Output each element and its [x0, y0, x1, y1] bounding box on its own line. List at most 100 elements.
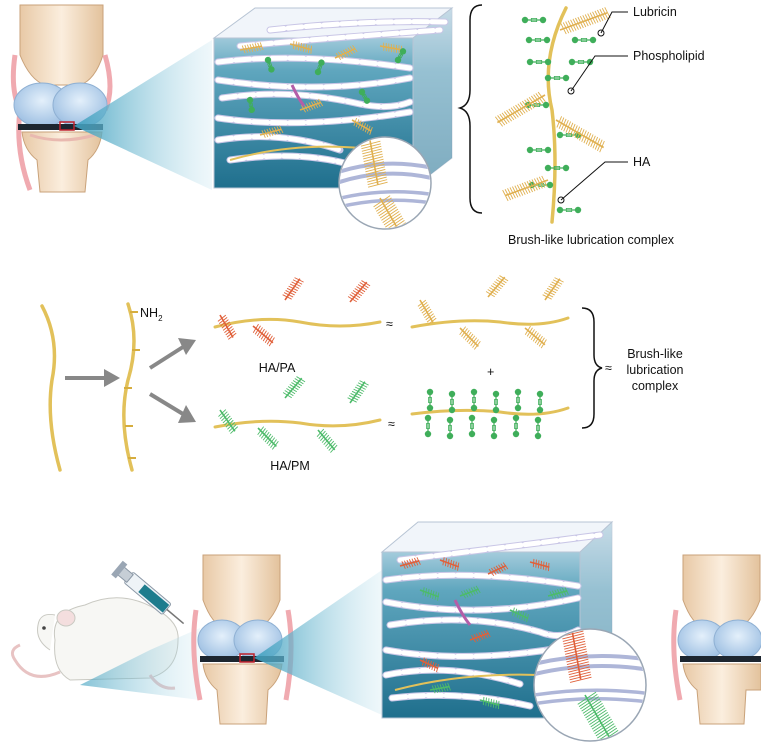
phospholipid-molecule — [556, 206, 582, 214]
knee-joint-treated — [191, 554, 294, 725]
phospholipid-molecule — [448, 390, 456, 414]
collagen-fiber — [218, 90, 414, 111]
magnifier-inset-treated — [533, 628, 647, 742]
phospholipid-molecule — [521, 16, 547, 24]
collagen-fiber — [214, 74, 414, 91]
lubricin-brush — [524, 325, 547, 349]
pa-brush — [399, 557, 421, 569]
phospholipid-label: Phospholipid — [633, 49, 705, 63]
ha-chain-plain — [40, 304, 62, 472]
collagen-fiber — [214, 108, 414, 127]
lubricin-brush — [417, 299, 437, 325]
pm-brush — [419, 587, 440, 601]
pm-brush — [429, 682, 451, 694]
brush-complex-caption: Brush-like lubrication complex — [508, 233, 675, 247]
zoom-cone-2 — [254, 570, 382, 715]
phospholipid-molecule — [514, 388, 522, 412]
phospholipid-molecule — [490, 416, 498, 440]
phospholipid-molecule — [424, 414, 432, 438]
protein-loop — [290, 84, 306, 107]
pa-brush — [419, 657, 439, 673]
collagen-fiber — [382, 666, 524, 688]
phospholipid-molecule — [571, 36, 597, 44]
collagen-fiber — [214, 54, 414, 72]
ha-pm-label: HA/PM — [270, 459, 310, 473]
arrow-to-ha-pa — [148, 345, 185, 370]
ha-pm-conjugate — [213, 376, 382, 453]
phospholipid-molecule — [544, 74, 570, 82]
phospholipid-molecule — [534, 416, 542, 440]
zoom-cone-rat — [80, 628, 200, 700]
pa-brush — [439, 557, 460, 571]
phospholipid-molecule — [512, 414, 520, 438]
lubricin-molecule — [559, 7, 611, 35]
result-line-3: complex — [632, 379, 679, 393]
ha-pa-label: HA/PA — [259, 361, 296, 375]
protein-loop — [453, 599, 472, 626]
zoom-cone — [74, 40, 212, 190]
lubricin-molecule — [351, 117, 373, 135]
lubricin-molecule — [239, 42, 264, 54]
lubricin-molecule — [502, 175, 549, 202]
synthesis-scheme: NH2 HA/PA HA/PM ≈ ≈ + ≈ Brush-like lubri… — [40, 275, 684, 473]
collagen-fiber — [266, 18, 449, 34]
collagen-fiber — [226, 152, 356, 169]
collagen-fiber — [388, 691, 534, 710]
lubricin-label: Lubricin — [633, 5, 677, 19]
lubricin-zoom — [360, 139, 388, 188]
pm-brush — [316, 428, 338, 453]
arrow-to-ha-pm — [148, 392, 185, 416]
pm-brush — [547, 587, 569, 599]
pa-brush — [529, 558, 550, 572]
lubricin-molecule — [259, 125, 284, 138]
phospholipid-molecule — [246, 96, 255, 114]
ha-chain-amine — [122, 302, 140, 472]
phospholipid-molecule — [544, 164, 570, 172]
pm-brush — [459, 585, 481, 599]
lubricin-brush — [459, 326, 481, 350]
phospholipid-molecule — [264, 56, 275, 73]
phospholipid-molecule — [394, 48, 407, 64]
pa-brush-zoom — [561, 630, 592, 683]
result-bracket — [581, 307, 603, 429]
callout-ha: HA — [557, 155, 651, 204]
result-line-2: lubrication — [627, 363, 684, 377]
pm-brush — [509, 607, 529, 623]
lubricin-brush — [485, 275, 509, 298]
approx-symbol-pa: ≈ — [386, 317, 393, 331]
brush-complex-detail — [494, 6, 611, 224]
ha-pa-conjugate — [213, 277, 382, 347]
detail-bracket — [457, 4, 483, 214]
pa-brush — [469, 629, 491, 643]
phospholipid-molecule — [492, 390, 500, 414]
phospholipid-molecule — [536, 390, 544, 414]
knee-joint-illustration — [10, 4, 113, 193]
lubricin-molecule — [379, 42, 403, 54]
collagen-fiber — [382, 594, 582, 614]
lubricin-brush — [542, 277, 564, 301]
approx-symbol-result: ≈ — [605, 361, 612, 375]
knee-joint-healthy — [671, 554, 761, 725]
pa-brush — [347, 280, 371, 303]
lubricin-molecule — [289, 40, 312, 54]
plus-symbol: + — [487, 365, 494, 379]
pa-brush — [217, 314, 237, 340]
phospholipid-molecule — [525, 36, 551, 44]
result-line-1: Brush-like — [627, 347, 683, 361]
callout-lubricin: Lubricin — [597, 5, 677, 37]
phospholipid-molecule — [470, 388, 478, 412]
pm-brush — [257, 426, 279, 450]
ha-lubricin-complex — [410, 275, 570, 350]
phospholipid-molecule — [526, 146, 552, 154]
pm-brush — [218, 409, 239, 434]
pa-brush — [282, 277, 304, 301]
pm-brush — [479, 696, 500, 710]
ha-phospholipid-complex — [410, 388, 570, 440]
pa-brush — [487, 562, 509, 576]
pm-brush — [282, 376, 306, 399]
collagen-fiber — [382, 571, 582, 590]
lubricin-molecule — [494, 91, 546, 127]
pa-brush — [252, 323, 275, 347]
phospholipid-molecule — [426, 388, 434, 412]
